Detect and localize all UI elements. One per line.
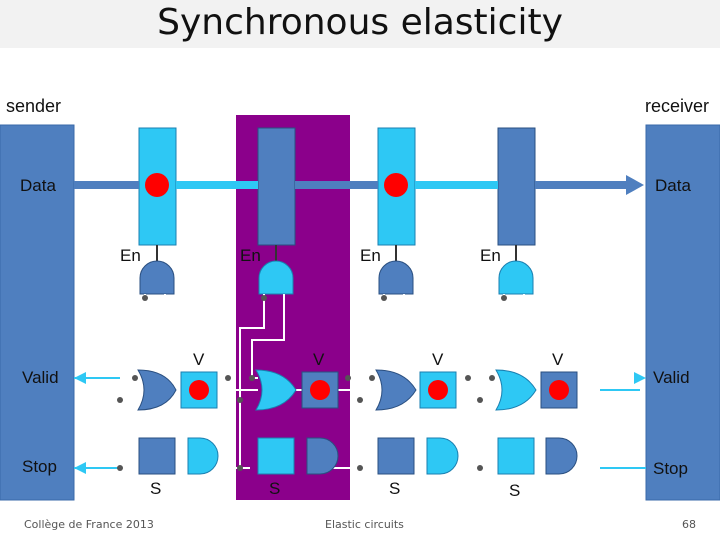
- receiver-block: [645, 124, 720, 501]
- slide-title: Synchronous elasticity: [157, 2, 563, 43]
- enable-label-1: En: [120, 246, 141, 265]
- junction-dots: [117, 295, 507, 471]
- stop-label-right: Stop: [653, 459, 688, 478]
- stop-reg-label-3: S: [389, 479, 401, 498]
- enable-label-2: En: [240, 246, 261, 265]
- stop-reg-label-2: S: [269, 479, 281, 498]
- sender-block: [0, 124, 75, 501]
- sender-label: sender: [6, 96, 62, 116]
- stop-reg-label-1: S: [150, 479, 162, 498]
- stop-arrow-left: [74, 462, 86, 474]
- title-band: [0, 0, 720, 48]
- stop-and-gates: [187, 437, 578, 475]
- stop-reg-label-4: S: [509, 481, 521, 500]
- valid-reg-label-1: V: [193, 350, 205, 369]
- page-number: 68: [682, 518, 696, 531]
- enable-label-3: En: [360, 246, 381, 265]
- enable-and-gates: [139, 260, 534, 295]
- data-label-left: Data: [20, 176, 56, 195]
- enable-wiring: [156, 245, 517, 262]
- valid-reg-label-3: V: [432, 350, 444, 369]
- latch-4: [497, 127, 536, 246]
- valid-reg-label-2: V: [313, 350, 325, 369]
- footer-center: Elastic circuits: [325, 518, 404, 531]
- stop-label-left: Stop: [22, 457, 57, 476]
- latch-2: [257, 127, 296, 246]
- valid-or-gates: [137, 369, 537, 411]
- valid-label-right: Valid: [653, 368, 690, 387]
- valid-reg-label-4: V: [552, 350, 564, 369]
- stop-registers: [138, 437, 535, 475]
- valid-label-left: Valid: [22, 368, 59, 387]
- data-label-right: Data: [655, 176, 691, 195]
- valid-arrow-left: [74, 372, 86, 384]
- data-token-2: [384, 173, 408, 197]
- receiver-label: receiver: [645, 96, 710, 116]
- enable-label-4: En: [480, 246, 501, 265]
- footer-left: Collège de France 2013: [24, 518, 154, 531]
- valid-arrow-right: [634, 372, 646, 384]
- data-token-1: [145, 173, 169, 197]
- valid-tokens: [189, 380, 569, 400]
- data-bus: [74, 175, 644, 195]
